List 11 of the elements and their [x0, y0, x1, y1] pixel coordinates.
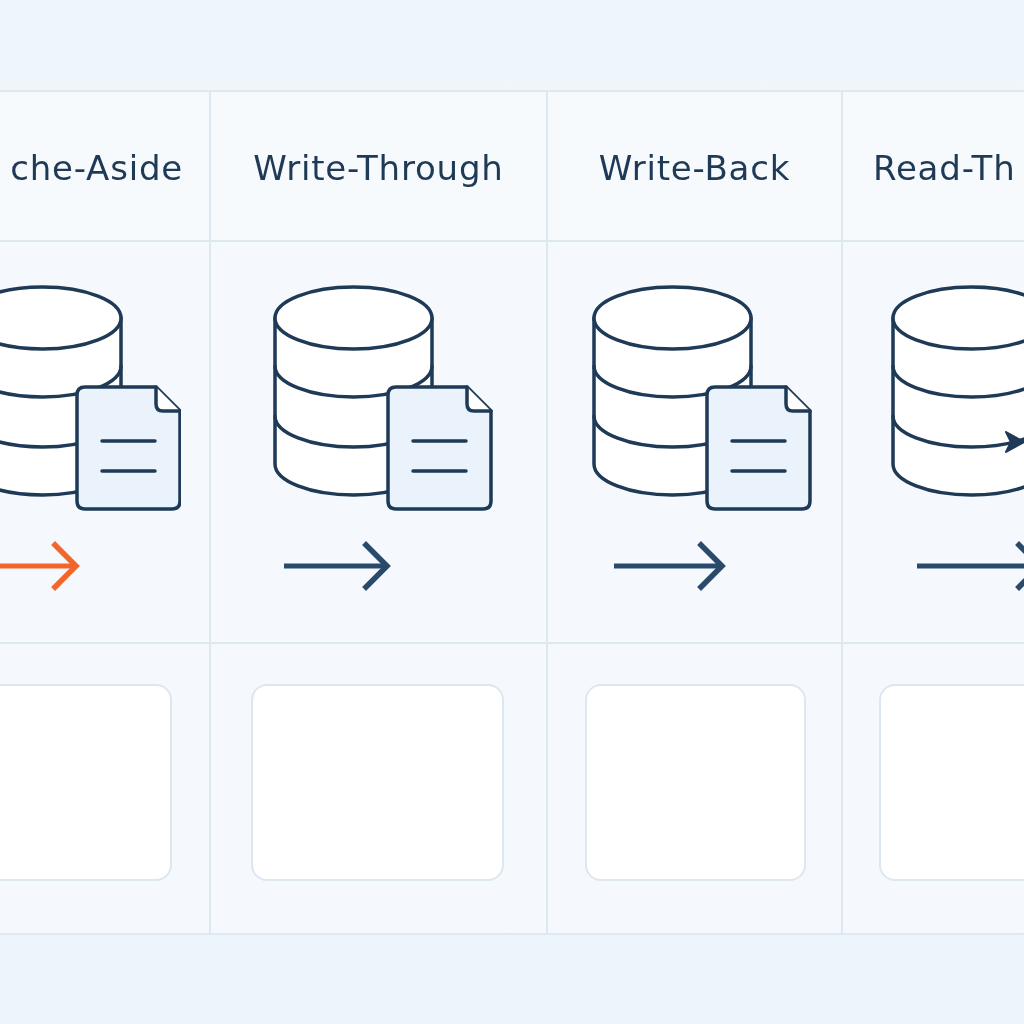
empty-card [0, 684, 172, 881]
empty-card [251, 684, 504, 881]
table-header-cell [211, 92, 548, 242]
empty-card [879, 684, 1024, 881]
column-heading: Write-Through [253, 147, 504, 189]
column-heading: che-Aside [10, 147, 183, 189]
empty-card [585, 684, 806, 881]
table-header-cell [0, 92, 211, 242]
column-heading: Write-Back [598, 147, 791, 189]
column-heading: Read-Th [873, 147, 1016, 189]
table-header-cell [548, 92, 843, 242]
